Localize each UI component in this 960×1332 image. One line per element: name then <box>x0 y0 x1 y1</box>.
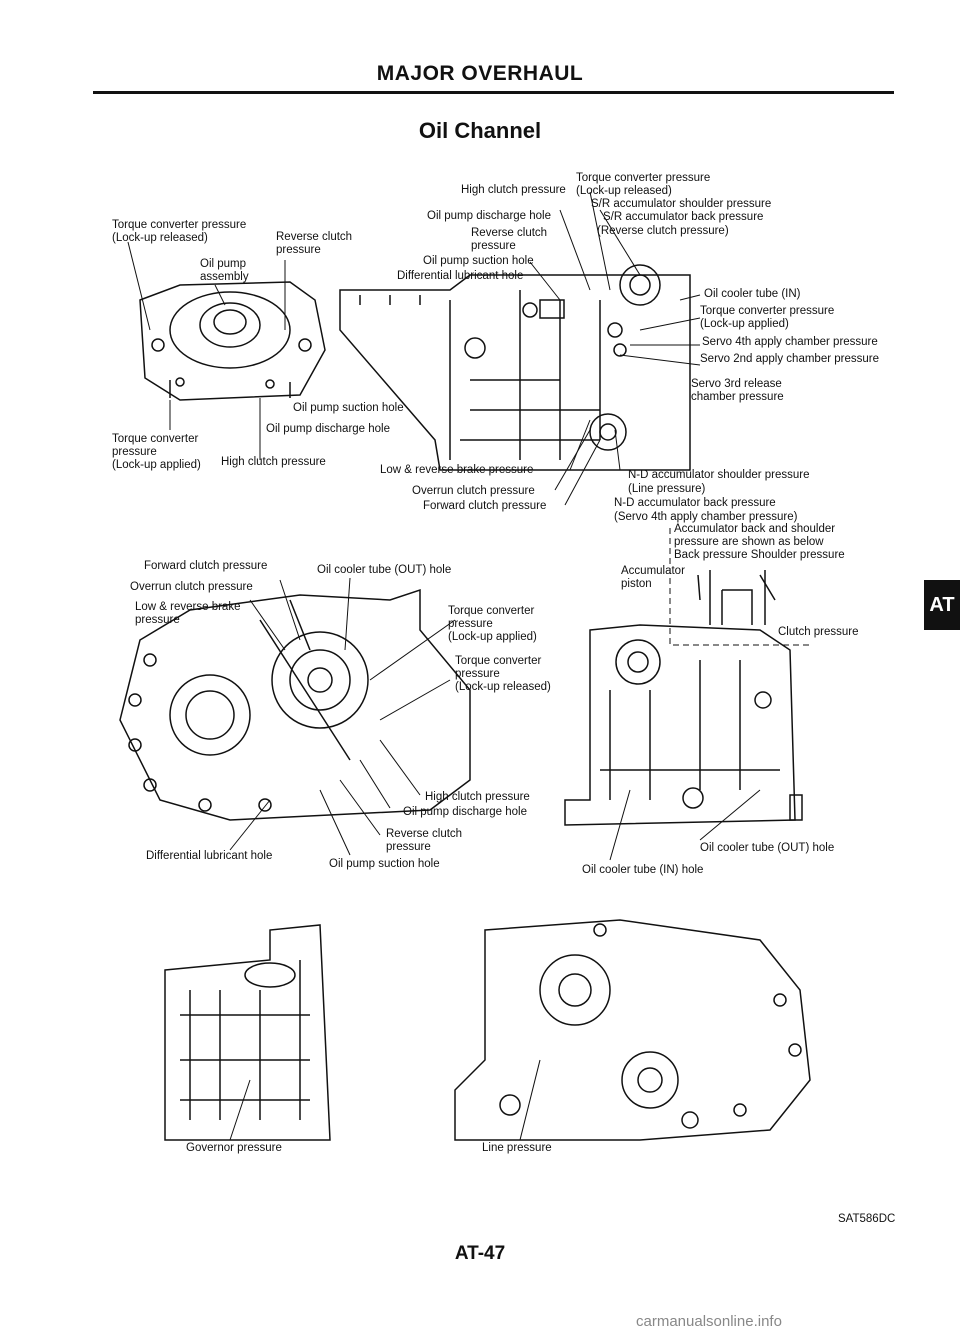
label-nd-shoulder: N-D accumulator shoulder pressure <box>628 469 810 481</box>
label-oil-pump-suction-left: Oil pump suction hole <box>293 402 404 414</box>
label-overrun-top: Overrun clutch pressure <box>412 485 535 497</box>
label-oil-pump-discharge-fig2: Oil pump discharge hole <box>403 806 528 818</box>
label-oil-pump-suction-fig2: Oil pump suction hole <box>329 858 440 870</box>
label-sr-back-note: (Reverse clutch pressure) <box>597 225 729 237</box>
label-oil-cooler-in: Oil cooler tube (IN) <box>704 288 801 300</box>
label-sr-back: S/R accumulator back pressure <box>603 211 764 223</box>
label-low-reverse-top: Low & reverse brake pressure <box>380 464 534 476</box>
label-nd-back: N-D accumulator back pressure <box>614 497 776 509</box>
upper-case-drawing <box>339 264 691 471</box>
section-title: Oil Channel <box>418 118 542 143</box>
label-oil-cooler-in-fig3: Oil cooler tube (IN) hole <box>582 864 704 876</box>
label-line-pressure: Line pressure <box>482 1142 552 1154</box>
page-number: AT-47 <box>454 1243 506 1264</box>
legend-dashed-box <box>669 528 810 646</box>
label-nd-shoulder-note: (Line pressure) <box>628 483 706 495</box>
label-servo-2nd: Servo 2nd apply chamber pressure <box>700 353 879 365</box>
label-high-clutch-fig2: High clutch pressure <box>425 791 530 803</box>
label-governor-pressure: Governor pressure <box>186 1142 282 1154</box>
diagram-id: SAT586DC <box>838 1213 896 1225</box>
section-tab-at: AT <box>924 580 960 630</box>
label-overrun-fig2: Overrun clutch pressure <box>130 581 253 593</box>
watermark: carmanualsonline.info <box>636 1313 782 1330</box>
oil-pump-assembly-drawing <box>139 281 326 401</box>
label-oil-cooler-out-fig3: Oil cooler tube (OUT) hole <box>700 842 835 854</box>
label-diff-lubricant-fig2: Differential lubricant hole <box>146 850 273 862</box>
label-sr-shoulder: S/R accumulator shoulder pressure <box>591 198 772 210</box>
label-oil-pump-discharge-left: Oil pump discharge hole <box>266 423 391 435</box>
label-high-clutch-left: High clutch pressure <box>221 456 326 468</box>
label-servo-4th: Servo 4th apply chamber pressure <box>702 336 878 348</box>
label-diff-lubricant-top: Differential lubricant hole <box>397 270 524 282</box>
label-tc-applied-right: Torque converter pressure(Lock-up applie… <box>700 305 835 330</box>
header-rule <box>93 91 894 94</box>
governor-drawing <box>164 924 331 1141</box>
header-title: MAJOR OVERHAUL <box>376 62 584 85</box>
label-forward-top: Forward clutch pressure <box>423 500 547 512</box>
label-oil-pump-discharge-top: Oil pump discharge hole <box>427 210 552 222</box>
label-forward-fig2: Forward clutch pressure <box>144 560 268 572</box>
label-oil-pump-suction-top: Oil pump suction hole <box>423 255 534 267</box>
label-oil-cooler-out-fig2: Oil cooler tube (OUT) hole <box>317 564 452 576</box>
label-high-clutch-top: High clutch pressure <box>461 184 566 196</box>
label-tc-released-left: Torque converter pressure(Lock-up releas… <box>112 219 247 244</box>
leader-lines <box>127 191 761 1141</box>
converter-housing-drawing <box>119 588 471 821</box>
case-side-drawing <box>564 570 803 826</box>
case-rear-drawing <box>454 919 811 1141</box>
label-tc-released-top: Torque converter pressure(Lock-up releas… <box>576 172 711 197</box>
label-nd-back-note: (Servo 4th apply chamber pressure) <box>614 511 798 523</box>
label-clutch-pressure: Clutch pressure <box>778 626 859 638</box>
